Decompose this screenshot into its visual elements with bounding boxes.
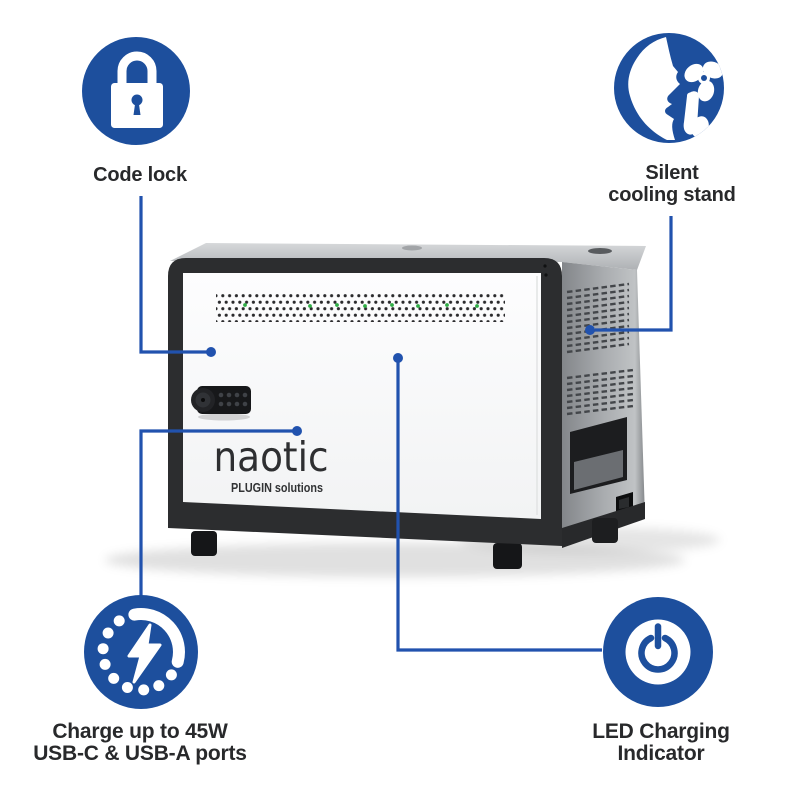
anchor-dot-led-indicator — [393, 353, 403, 363]
connector-led-indicator — [396, 360, 602, 652]
top-vent-slot-2 — [402, 245, 422, 251]
feature-label-silent-cooling: Silent cooling stand — [572, 162, 772, 206]
feature-label-line1: Charge up to 45W — [52, 720, 228, 743]
connector-fast-charge — [139, 429, 293, 596]
charging-cabinet: naotic PLUGIN solutions — [168, 243, 646, 569]
logo-wordmark: naotic — [214, 433, 329, 481]
feature-label-line1: Silent — [645, 162, 699, 184]
face-profile-shape — [628, 37, 680, 140]
handle-recess — [570, 417, 627, 494]
connector-code-lock — [139, 196, 208, 354]
cabinet-feet — [191, 518, 618, 569]
feature-icon-silent-cooling — [614, 33, 724, 143]
dot-ring — [97, 615, 177, 696]
cabinet-top-face — [170, 243, 646, 270]
feature-label-fast-charge: Charge up to 45W USB-C & USB-A ports — [9, 721, 271, 765]
feature-icon-led-indicator — [603, 597, 713, 707]
top-vent-slot — [588, 248, 612, 254]
charging-bolt-icon — [84, 595, 198, 709]
feature-label-line2: Indicator — [617, 742, 705, 765]
feature-icon-fast-charge — [84, 595, 198, 709]
charging-led-lights — [243, 303, 479, 308]
connector-silent-cooling — [595, 216, 673, 332]
connector-anchor-dots — [206, 325, 595, 436]
cabinet-door-panel — [183, 273, 541, 519]
fan-shape — [684, 61, 724, 102]
code-lock-device — [191, 386, 251, 421]
feature-icon-code-lock — [82, 37, 190, 145]
silent-cooling-fan-icon — [614, 33, 724, 143]
power-button-icon — [603, 597, 713, 707]
logo-tagline: PLUGIN solutions — [231, 480, 323, 495]
anchor-dot-code-lock — [206, 347, 216, 357]
lightning-bolt-shape — [127, 623, 162, 684]
feature-label-led-indicator: LED Charging Indicator — [561, 721, 761, 765]
feature-label-text: Code lock — [93, 164, 187, 186]
feature-label-code-lock: Code lock — [40, 164, 240, 186]
padlock-icon — [82, 37, 190, 145]
feature-label-line2: USB-C & USB-A ports — [33, 742, 247, 765]
feature-label-line2: cooling stand — [608, 184, 736, 206]
vent-grille — [216, 291, 505, 322]
anchor-dot-silent-cooling — [585, 325, 595, 335]
anchor-dot-fast-charge — [292, 426, 302, 436]
connector-lines — [139, 196, 673, 652]
feature-label-line1: LED Charging — [592, 720, 730, 743]
